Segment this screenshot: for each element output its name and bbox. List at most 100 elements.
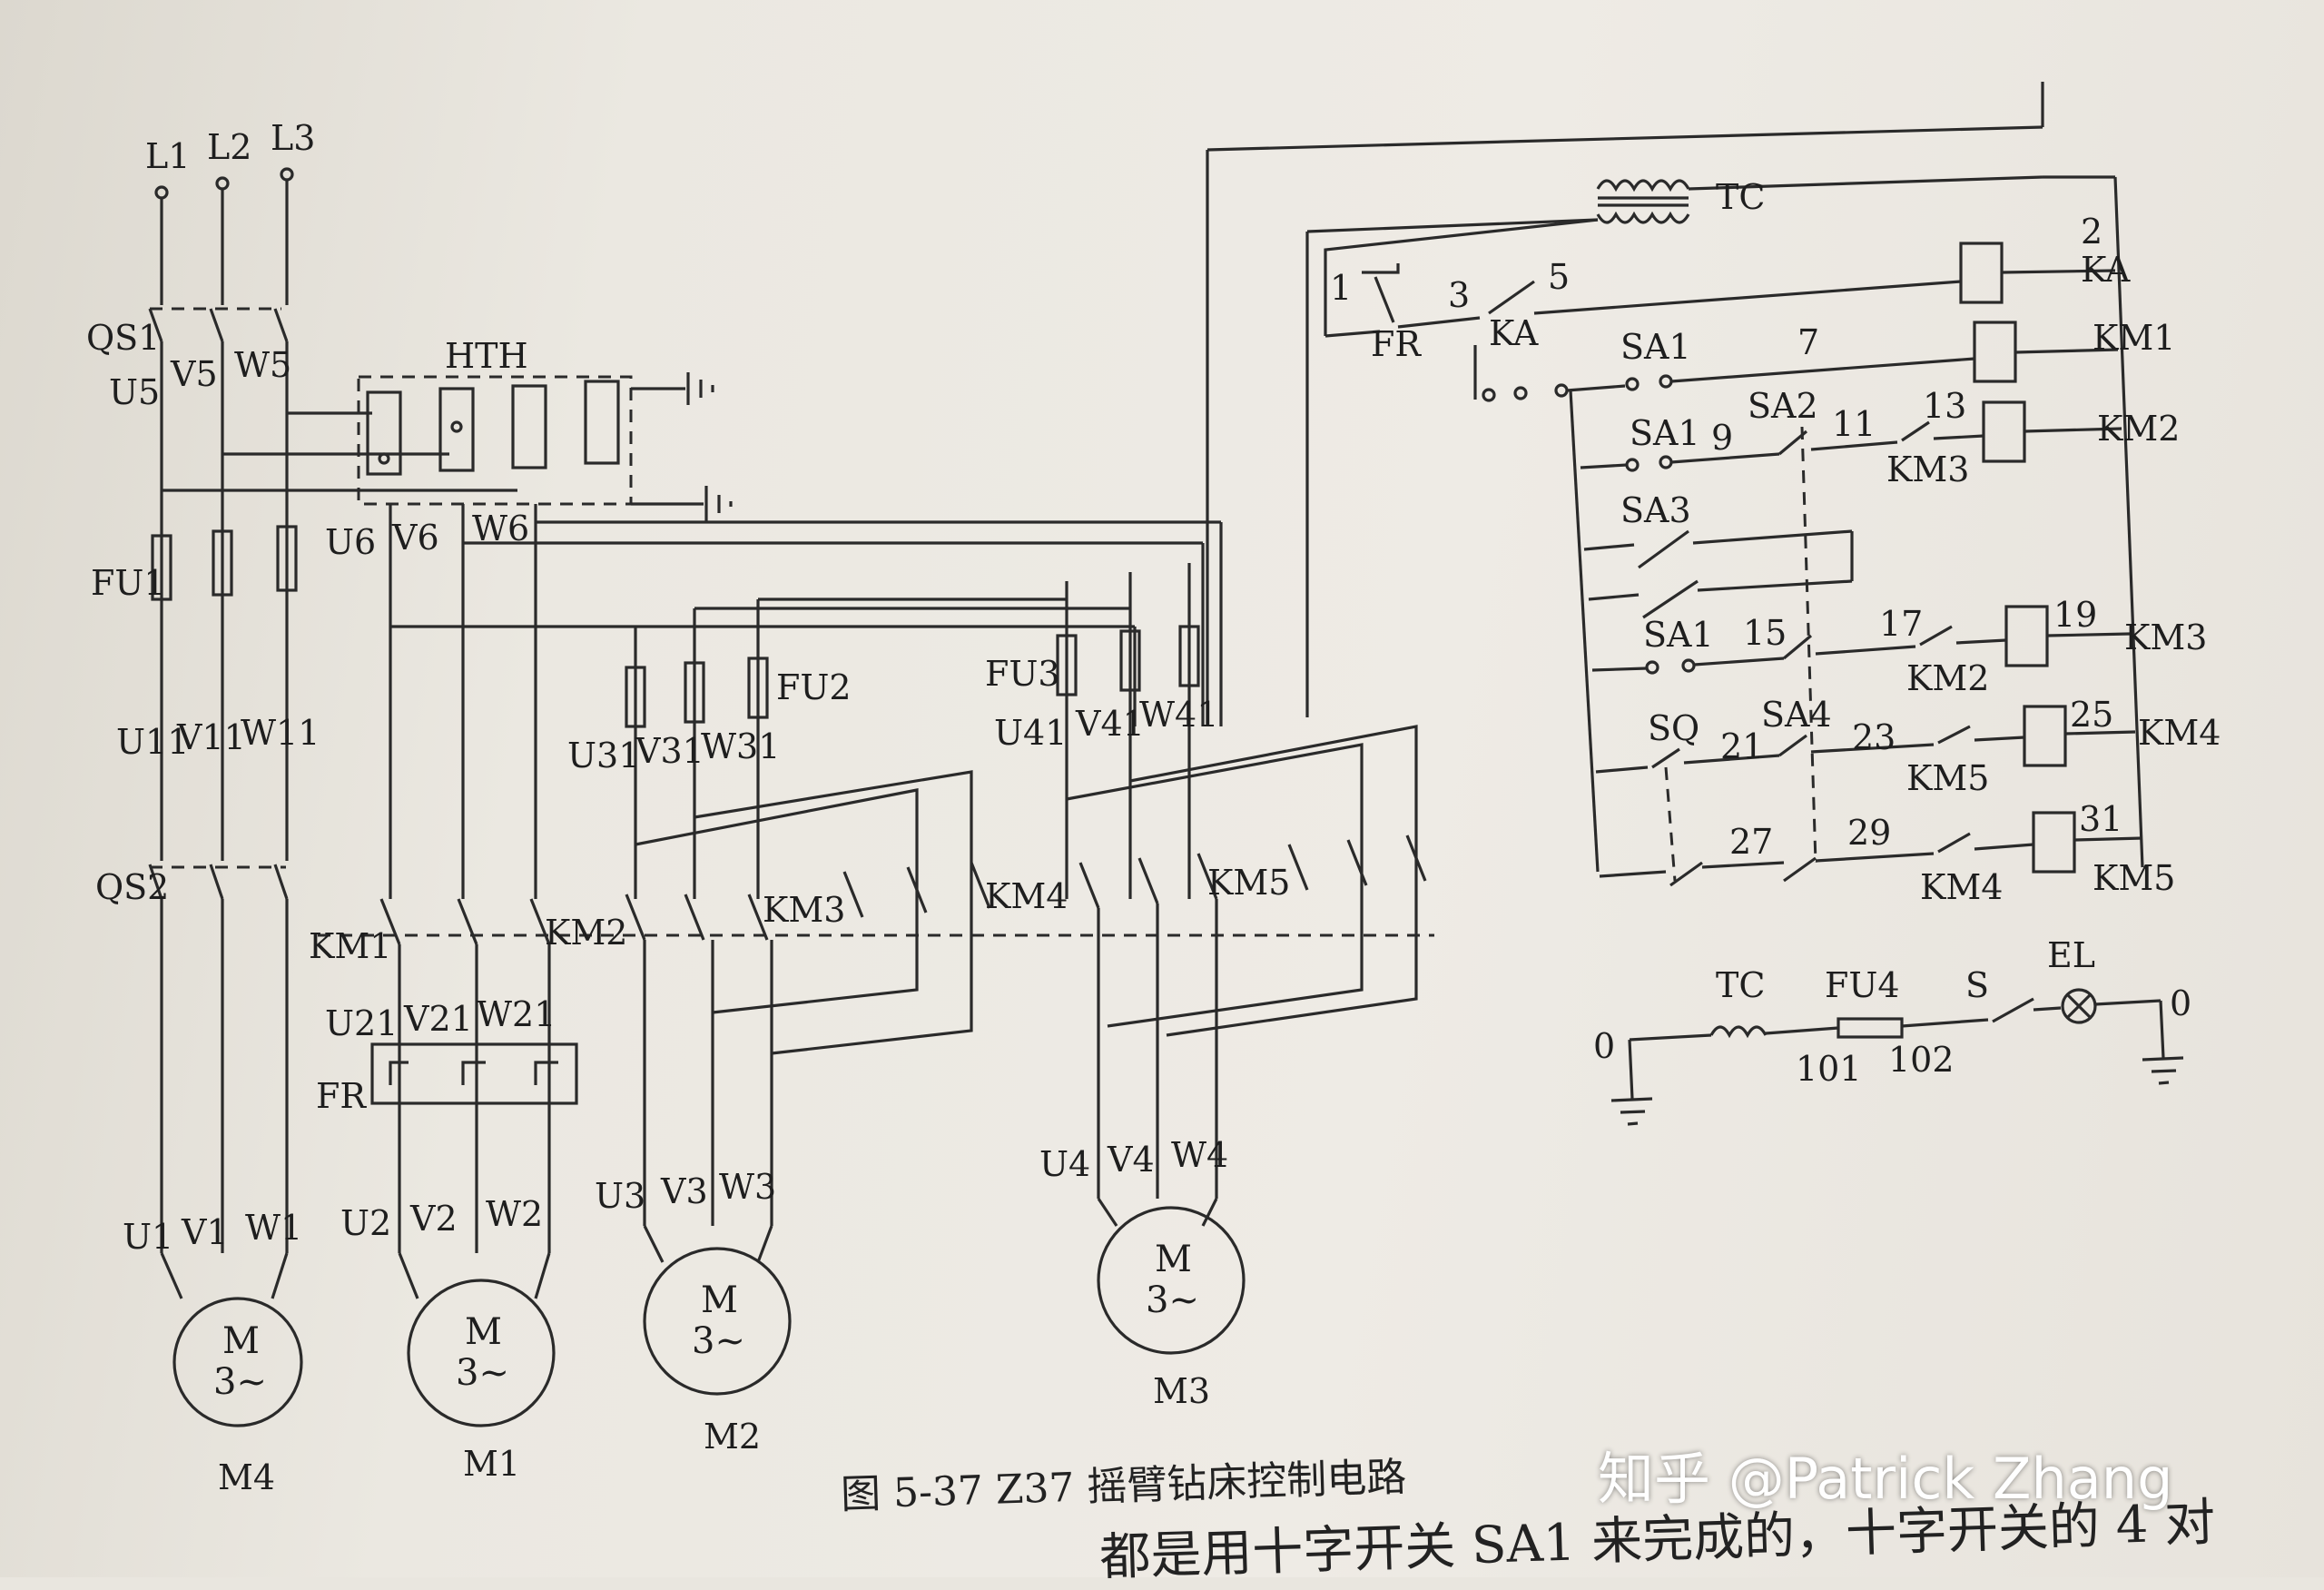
label-sq: SQ	[1648, 708, 1699, 748]
label-w3: W3	[719, 1167, 776, 1207]
motors	[172, 1206, 1246, 1427]
label-node-7: 7	[1797, 322, 1819, 362]
label-sa1-a: SA1	[1620, 327, 1691, 367]
label-sa2: SA2	[1748, 386, 1818, 426]
control-feed-wires	[1206, 82, 2044, 726]
label-fu2: FU2	[776, 667, 852, 707]
motor-m2-phase: 3~	[692, 1320, 745, 1362]
label-km5-coil: KM5	[2093, 858, 2175, 898]
label-l3: L3	[271, 118, 315, 158]
label-fu3: FU3	[985, 654, 1060, 694]
label-node-13: 13	[1923, 386, 1966, 426]
label-u4: U4	[1039, 1144, 1090, 1184]
motor-m4-letter: M	[222, 1320, 260, 1362]
motor-m2-letter: M	[701, 1279, 738, 1321]
label-v5: V5	[170, 354, 218, 394]
motor-m3-symbol	[1097, 1206, 1246, 1355]
label-km1-coil: KM1	[2093, 318, 2175, 358]
diagram-labels: L1 L2 L3 QS1 U5 V5 W5 HTH U6 V6 W6 FU1 U…	[86, 118, 2221, 1497]
label-w6: W6	[472, 509, 529, 548]
label-v3: V3	[660, 1171, 708, 1211]
label-u31: U31	[567, 736, 640, 775]
label-tc-control: TC	[1716, 177, 1765, 217]
label-u21: U21	[325, 1003, 398, 1043]
label-fu1: FU1	[91, 563, 166, 603]
label-node-5: 5	[1548, 257, 1570, 297]
label-fr-contact: FR	[1371, 324, 1422, 364]
label-switch-s: S	[1965, 965, 1989, 1005]
motor-m2-symbol	[643, 1247, 792, 1396]
label-w11: W11	[241, 713, 320, 753]
label-el: EL	[2047, 935, 2095, 975]
label-node-29: 29	[1847, 813, 1891, 853]
label-node-9: 9	[1711, 418, 1733, 458]
label-km2: KM2	[545, 913, 627, 953]
motor-m3-phase: 3~	[1146, 1279, 1199, 1321]
label-node-101: 101	[1796, 1049, 1862, 1089]
label-u6: U6	[325, 522, 376, 562]
label-node-1: 1	[1330, 268, 1352, 308]
label-km3-contact: KM3	[1886, 449, 1969, 489]
label-w41: W41	[1139, 695, 1218, 735]
label-u3: U3	[595, 1176, 645, 1216]
watermark: 知乎 @Patrick Zhang	[1598, 1446, 2173, 1512]
label-v6: V6	[391, 518, 439, 558]
label-km2-coil: KM2	[2097, 409, 2180, 449]
label-fu4: FU4	[1825, 965, 1900, 1005]
label-m3: M3	[1153, 1371, 1210, 1411]
label-node-19: 19	[2053, 595, 2097, 635]
label-node-27: 27	[1729, 822, 1773, 862]
label-u41: U41	[994, 713, 1067, 753]
label-km4: KM4	[985, 876, 1068, 916]
label-u1: U1	[123, 1217, 173, 1257]
motor-m3-letter: M	[1155, 1239, 1192, 1280]
label-km1: KM1	[309, 926, 391, 966]
label-qs1: QS1	[86, 318, 160, 358]
label-node-0-right: 0	[2170, 983, 2191, 1023]
motor-m4-phase: 3~	[213, 1361, 267, 1403]
label-node-15: 15	[1743, 613, 1787, 653]
label-w21: W21	[477, 994, 556, 1034]
motor-m1-letter: M	[465, 1311, 502, 1353]
label-node-0-left: 0	[1593, 1026, 1615, 1066]
label-qs2: QS2	[95, 867, 169, 907]
label-node-25: 25	[2070, 695, 2113, 735]
label-w5: W5	[234, 345, 291, 385]
label-v11: V11	[176, 717, 246, 757]
label-u11: U11	[116, 722, 189, 762]
label-node-23: 23	[1852, 717, 1896, 757]
motor-m4-symbol	[172, 1297, 303, 1427]
motor-m1-symbol	[407, 1279, 556, 1427]
label-node-3: 3	[1448, 275, 1470, 315]
label-m2: M2	[704, 1417, 761, 1457]
label-node-2: 2	[2081, 212, 2102, 252]
label-u5: U5	[109, 372, 160, 412]
label-km5-contact: KM5	[1906, 758, 1989, 798]
distribution-buses	[390, 520, 1223, 899]
hth-collector-ring	[357, 372, 733, 899]
label-w31: W31	[701, 726, 780, 766]
label-sa4: SA4	[1761, 695, 1832, 735]
power-supply-section	[148, 167, 517, 1253]
label-v4: V4	[1107, 1140, 1155, 1180]
label-km3: KM3	[763, 890, 845, 930]
label-fr-thermal: FR	[316, 1076, 367, 1116]
label-v31: V31	[635, 731, 704, 771]
label-v21: V21	[403, 999, 473, 1039]
label-node-21: 21	[1720, 726, 1764, 766]
label-sa3: SA3	[1620, 490, 1691, 530]
label-km4-contact: KM4	[1920, 867, 2003, 907]
label-node-31: 31	[2079, 799, 2122, 839]
label-km3-coil: KM3	[2124, 617, 2207, 657]
label-v1: V1	[181, 1212, 229, 1252]
motor-m1-phase: 3~	[456, 1352, 509, 1394]
label-l2: L2	[207, 127, 251, 167]
label-w2: W2	[486, 1194, 543, 1234]
label-ka-contact: KA	[1489, 313, 1539, 353]
label-v2: V2	[409, 1199, 458, 1239]
label-ka-coil: KA	[2081, 250, 2131, 290]
label-node-17: 17	[1879, 604, 1923, 644]
motor-leads	[160, 899, 1218, 1299]
